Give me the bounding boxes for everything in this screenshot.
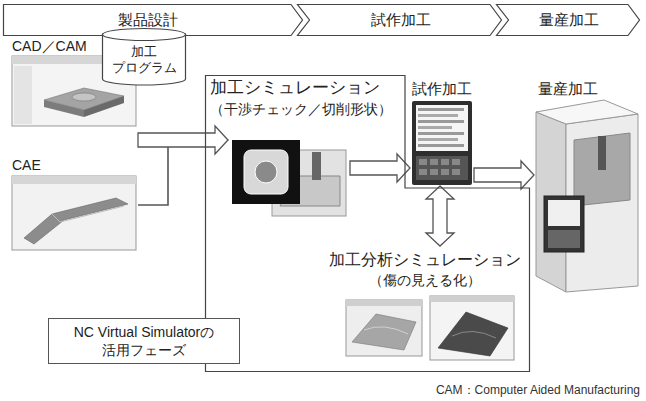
production-machine: 量産加工 (534, 80, 642, 295)
stage-heading: 量産加工 (538, 80, 598, 99)
control-panel-illustration-part (418, 138, 458, 141)
cae-screenshot (12, 176, 136, 250)
group-heading: 加工シミュレーション (210, 77, 380, 100)
control-panel-illustration-part (416, 156, 468, 180)
group-heading: （傷の見える化） (369, 271, 481, 289)
block-arrow (426, 186, 454, 246)
analysis-group: 加工分析シミュレーション（傷の見える化） (326, 246, 524, 366)
block-arrow (350, 154, 410, 182)
tool-heading: CAE (12, 157, 41, 173)
phase-label: 試作加工 (371, 11, 431, 30)
machining-center-illustration-part (536, 100, 638, 124)
control-panel-illustration-part (416, 105, 468, 151)
text-holder: 加工シミュレーション（干渉チェック／切削形状） (210, 77, 392, 119)
block-arrow (138, 126, 228, 154)
control-panel-illustration-part (430, 169, 438, 175)
tool-heading: CAD／CAM (12, 38, 87, 56)
phase-label: 量産加工 (539, 11, 599, 30)
block-connectors (138, 126, 534, 246)
text-holder: 量産加工 (496, 4, 640, 36)
control-panel-illustration-part (418, 108, 464, 111)
text-holder: NC Virtual Simulatorの 活用フェーズ (48, 318, 240, 364)
cylinder-top (103, 29, 186, 41)
scratch-analysis-image-part (430, 296, 514, 360)
footnote: CAM：Computer Aided Manufacturing (436, 382, 640, 399)
control-panel-illustration-part (452, 169, 460, 175)
chevron-outline (298, 5, 502, 36)
block-arrow (474, 161, 534, 189)
control-panel-illustration-part (419, 169, 427, 175)
machining-center-illustration-part (574, 133, 630, 206)
cutting-simulation-image-part (312, 152, 321, 180)
cad-screenshot-part (14, 66, 32, 124)
scratch-analysis-image-part (364, 327, 408, 334)
cae-screenshot-part (12, 176, 136, 250)
phase-chevron: 試作加工 (297, 4, 502, 36)
control-panel-illustration (412, 101, 472, 185)
control-panel-illustration-part (430, 159, 438, 165)
scratch-analysis-image-part (346, 300, 422, 306)
cae-screenshot-part (24, 198, 128, 244)
interference-check-image-part (244, 150, 288, 194)
control-panel-illustration-part (441, 159, 449, 165)
machining-center-illustration-part (598, 136, 606, 170)
simulator-phase-frame: NC Virtual Simulatorの 活用フェーズ加工シミュレーション（干… (205, 75, 530, 372)
text-holder: 試作加工 (297, 4, 502, 36)
text-holder: CAD／CAM (12, 38, 87, 56)
control-panel-illustration-part (418, 114, 458, 117)
scratch-analysis-image (346, 296, 514, 360)
cad-screenshot-part (44, 100, 84, 117)
group-heading: （干渉チェック／切削形状） (210, 100, 392, 119)
scratch-analysis-image-part (430, 296, 514, 302)
frame-label: NC Virtual Simulatorの 活用フェーズ (55, 323, 233, 359)
control-panel-illustration-part (419, 159, 427, 165)
cae-screenshot-part (12, 176, 136, 184)
program-cylinder: 加工 プログラム (102, 28, 186, 86)
scratch-analysis-image-part (352, 314, 416, 350)
prototype-control-panel: 試作加工 (410, 80, 474, 186)
scratch-analysis-image-part (438, 312, 508, 356)
cylinder-body (103, 34, 186, 85)
interference-check-image (232, 140, 300, 204)
text-holder: 量産加工 (538, 80, 598, 99)
control-panel-illustration-part (452, 159, 460, 165)
machining-center-illustration-part (548, 200, 580, 226)
control-panel-illustration-part (412, 101, 472, 185)
control-panel-illustration-part (441, 169, 449, 175)
text-holder: CAE (12, 157, 41, 173)
interference-check-image-part (232, 140, 300, 204)
machining-center-illustration (536, 100, 638, 292)
group-heading: 加工分析シミュレーション (329, 250, 521, 271)
scratch-analysis-image-part (452, 331, 496, 338)
software-panel: CAE (8, 155, 138, 255)
stage-heading: 試作加工 (412, 80, 472, 99)
phase-frame-outline (205, 75, 530, 372)
frame-line (206, 76, 530, 372)
phase-chevron: 量産加工 (496, 4, 640, 36)
chevron-outline (497, 5, 640, 36)
control-panel-illustration-part (418, 120, 464, 123)
cad-screenshot-part (72, 93, 96, 101)
control-panel-illustration-part (418, 144, 464, 147)
text-holder: 試作加工 (410, 80, 474, 99)
interference-check-image-part (255, 161, 277, 183)
text-holder: 加工 プログラム (106, 44, 182, 77)
scratch-analysis-image-part (346, 300, 422, 356)
cae-screenshot-part (52, 206, 124, 222)
control-panel-illustration-part (418, 132, 464, 135)
text-holder: 加工分析シミュレーション（傷の見える化） (326, 246, 524, 289)
control-panel-illustration-part (418, 126, 452, 129)
machining-center-illustration-part (544, 196, 584, 252)
phase-label: 製品設計 (118, 11, 178, 30)
simulation-group: 加工シミュレーション（干渉チェック／切削形状） (228, 135, 350, 220)
cylinder-label: 加工 プログラム (106, 44, 182, 77)
machining-center-illustration-part (548, 230, 580, 248)
footnote-holder: CAM：Computer Aided Manufacturing (436, 382, 640, 399)
